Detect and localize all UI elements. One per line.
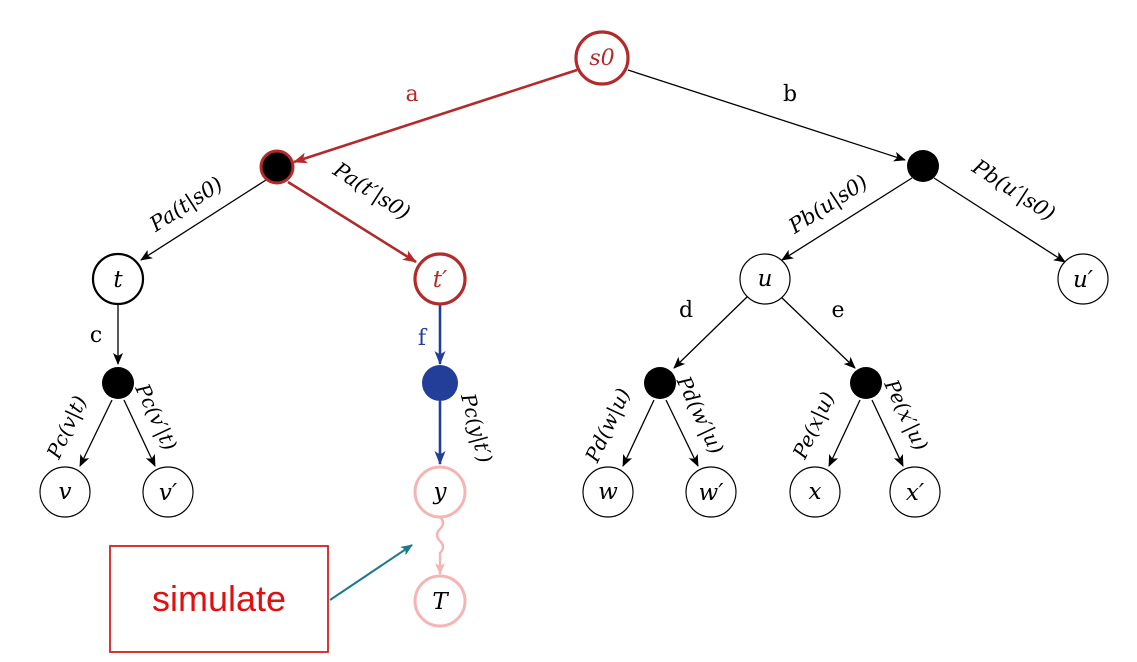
node-y	[413, 465, 467, 519]
simulate-callout-arrow	[329, 544, 413, 601]
prob-label-pb-u: Pb(u|s0)	[784, 170, 873, 240]
node-x	[789, 466, 841, 518]
node-T	[413, 574, 467, 628]
edge-u-e	[779, 295, 856, 369]
action-label-c: c	[90, 323, 102, 348]
prob-label-pc-y: Pc(y|t′)	[455, 390, 498, 466]
node-v	[39, 466, 91, 518]
chance-node-f	[422, 365, 458, 401]
edge-c-v	[79, 399, 113, 467]
edge-c-vprime	[123, 399, 156, 467]
edge-e-x	[828, 399, 861, 467]
edge-s0-b	[627, 69, 906, 162]
edge-d-wprime	[665, 399, 699, 467]
prob-label-pd-wprime: Pd(w′|u)	[671, 371, 729, 458]
node-v-label: v	[59, 479, 72, 505]
edge-e-xprime	[871, 399, 904, 467]
action-label-e: e	[831, 298, 844, 323]
prob-label-pe-xprime: Pe(x′|u)	[878, 375, 933, 455]
edge-u-d	[673, 295, 749, 369]
node-u	[739, 253, 791, 305]
chance-node-a	[259, 149, 295, 185]
node-vprime	[142, 466, 194, 518]
node-xprime-label: x′	[906, 480, 925, 506]
edge-d-w	[622, 399, 655, 467]
node-T-label: T	[432, 589, 449, 615]
action-label-b: b	[783, 82, 797, 107]
prob-label-pb-uprime: Pb(u′|s0)	[967, 154, 1060, 226]
node-s0-label: s0	[589, 46, 614, 71]
node-t-label: t	[113, 267, 123, 293]
node-tprime-label: t′	[433, 267, 448, 293]
chance-node-e	[850, 367, 882, 399]
node-y-label: y	[433, 479, 448, 505]
edge-a-tprime	[287, 180, 417, 264]
node-s0	[574, 30, 630, 86]
simulate-callout-label: simulate	[152, 578, 286, 619]
chance-node-b	[907, 150, 939, 182]
node-x-label: x	[809, 479, 822, 505]
node-tprime	[413, 252, 467, 306]
node-u-label: u	[758, 266, 773, 292]
node-uprime	[1057, 253, 1109, 305]
node-wprime	[685, 466, 737, 518]
prob-label-pc-vprime: Pc(v′|t)	[129, 379, 182, 455]
action-label-d: d	[679, 298, 693, 323]
edge-b-u	[781, 177, 913, 261]
chance-node-c	[102, 367, 134, 399]
edge-y-T-rollout	[435, 516, 445, 575]
prob-label-pe-x: Pe(x|u)	[787, 388, 840, 464]
node-vprime-label: v′	[159, 480, 178, 506]
action-label-a: a	[405, 82, 418, 107]
node-t	[91, 252, 145, 306]
node-w	[582, 466, 634, 518]
edge-a-t	[140, 179, 267, 261]
prob-label-pc-v: Pc(v|t)	[41, 392, 92, 464]
node-w-label: w	[598, 479, 618, 505]
chance-node-d	[644, 367, 676, 399]
node-wprime-label: w′	[699, 480, 725, 506]
prob-label-pd-w: Pd(w|u)	[580, 384, 636, 467]
node-xprime	[889, 466, 941, 518]
prob-label-pa-t: Pa(t|s0)	[145, 172, 228, 238]
edge-s0-a	[293, 68, 578, 164]
node-uprime-label: u′	[1073, 267, 1094, 293]
action-label-f: f	[418, 326, 428, 351]
edge-b-uprime	[933, 177, 1066, 263]
simulate-callout-box	[109, 545, 329, 653]
